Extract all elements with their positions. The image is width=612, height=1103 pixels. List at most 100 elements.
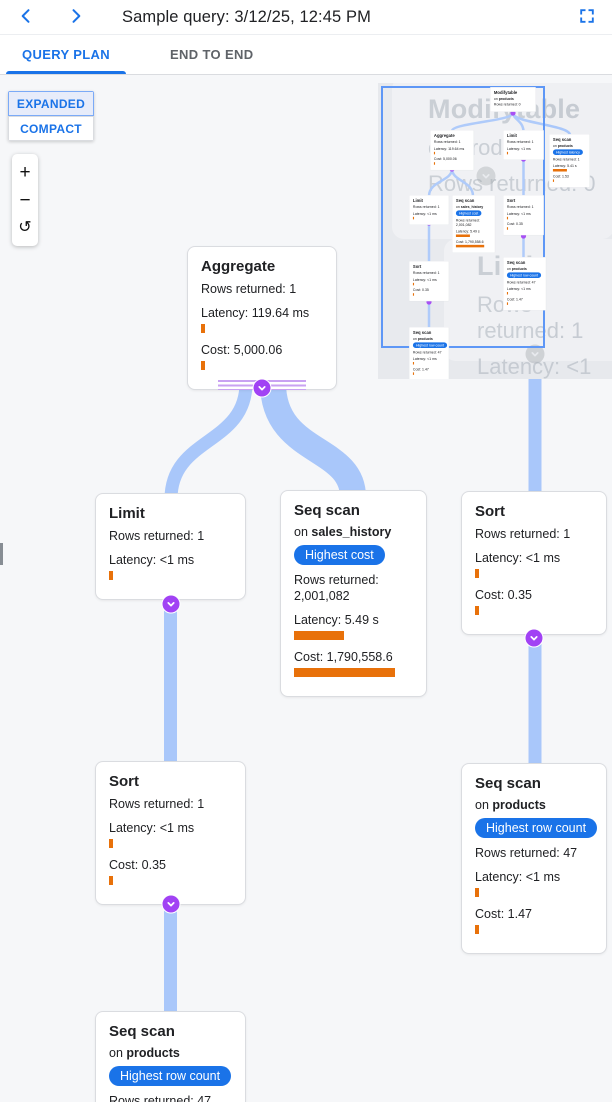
plan-node-card[interactable]: Sort Rows returned: 1 Latency: <1 ms Cos… [461,491,607,635]
mini-limit-a-node[interactable]: Limit Rows returned: 1 Latency: <1 ms [503,130,612,237]
node-title: Limit [506,133,517,139]
tab-bar: QUERY PLAN END TO END [0,35,612,75]
node-title: Seq scan [109,1023,175,1040]
collapse-node-button[interactable] [161,594,180,614]
plan-node-card[interactable]: Sort Rows returned: 1 Latency: <1 ms Cos… [409,261,449,302]
latency-bar [109,839,113,848]
panel-resize-handle[interactable] [0,543,3,565]
plan-edge-aggregate-to-seqscan-sales-history [260,382,366,499]
mini-aggregate-node[interactable]: Aggregate Rows returned: 1 Latency: 119.… [430,130,587,274]
node-title: Limit [109,505,145,522]
node-latency: Latency: <1 ms [412,211,437,216]
node-table: on products [109,1046,180,1060]
node-title: Sort [506,198,516,204]
fullscreen-icon [578,7,596,28]
latency-bar [475,569,479,578]
plan-node-card[interactable]: Sort Rows returned: 1 Latency: <1 ms Cos… [503,195,544,236]
plan-node-card[interactable]: Limit Rows returned: 1 Latency: <1 ms [95,493,246,600]
node-latency: Latency: <1 ms [109,553,195,567]
latency-bar [294,631,344,640]
fullscreen-button[interactable] [576,6,598,28]
mini-seqscan-products-a-node[interactable]: Seq scan on products Highest row count R… [503,257,612,379]
plan-node-card[interactable]: Seq scan on products Highest row count R… [461,763,607,954]
node-rows-returned: Rows returned: 47 [109,1094,212,1102]
expanded-button[interactable]: EXPANDED [8,91,94,116]
node-cost: Cost: 1.47 [475,907,532,921]
node-rows-returned: Rows returned: 1 [433,140,461,144]
node-rows-returned: Rows returned: 47 [475,846,578,860]
node-badge: Highest latency [552,149,584,155]
plan-node-card[interactable]: Seq scan on sales_history Highest cost R… [452,195,495,253]
node-latency: Latency: <1 ms [412,277,437,282]
sort-left-node[interactable]: Sort Rows returned: 1 Latency: <1 ms Cos… [95,761,246,905]
plan-node-card[interactable]: Seq scan on products Highest row count R… [95,1011,246,1102]
plan-node-card[interactable]: Aggregate Rows returned: 1 Latency: 119.… [187,246,337,390]
compact-button[interactable]: COMPACT [8,116,94,141]
cost-bar [475,925,479,934]
plan-node-card[interactable]: Limit Rows returned: 1 Latency: <1 ms [409,195,449,225]
plan-node-card[interactable]: Seq scan on products Highest row count R… [503,257,546,311]
node-latency: Latency: 119.64 ms [433,146,465,151]
cost-bar [475,606,479,615]
node-latency: Latency: <1 ms [506,286,531,291]
minimap[interactable]: Modifytable on products Rows returned: 0… [378,83,612,379]
minimap-edge [450,168,475,197]
mini-seqscan-products-b-node[interactable]: Seq scan on products Highest row count R… [409,327,552,379]
cost-bar [506,302,509,305]
mini-limit-b-node[interactable]: Limit Rows returned: 1 Latency: <1 ms [409,195,552,302]
sort-right-node[interactable]: Sort Rows returned: 1 Latency: <1 ms Cos… [461,491,607,635]
cost-bar [412,372,415,375]
seqscan-products-bottom-node[interactable]: Seq scan on products Highest row count R… [95,1011,246,1102]
plan-node-card[interactable]: Sort Rows returned: 1 Latency: <1 ms Cos… [95,761,246,905]
latency-bar [201,324,205,333]
latency-bar [552,169,567,172]
minimap-edge [450,111,515,133]
limit-left-node[interactable]: Limit Rows returned: 1 Latency: <1 ms [95,493,246,600]
node-table: on products [475,798,546,812]
node-title: Sort [475,503,505,520]
seqscan-products-right-node[interactable]: Seq scan on products Highest row count R… [461,763,607,954]
zoom-out-button[interactable]: − [12,186,38,214]
node-rows-returned: Rows returned: 0 [493,102,521,107]
chevron-left-icon [16,6,36,29]
node-cost: Cost: 5,000.06 [201,343,283,357]
node-title: Sort [109,773,139,790]
plan-node-card[interactable]: Limit Rows returned: 1 Latency: <1 ms [503,130,544,160]
node-table: on products [552,143,573,148]
cost-bar [455,244,485,248]
previous-query-button[interactable] [14,5,38,29]
node-title: Aggregate [201,258,276,275]
collapse-node-button[interactable] [524,628,544,648]
latency-bar [506,216,509,220]
node-rows-returned: Rows returned: 1 [552,157,580,162]
zoom-in-button[interactable]: + [12,158,38,186]
mini-sort-a-node[interactable]: Sort Rows returned: 1 Latency: <1 ms Cos… [503,195,612,339]
mini-seqscan-sales-node[interactable]: Seq scan on sales_history Highest cost R… [452,195,606,379]
node-table: on sales_history [294,525,392,539]
reset-view-button[interactable]: ↺ [12,214,38,242]
collapse-node-button[interactable] [161,894,180,914]
node-title: Aggregate [433,133,455,139]
node-table: on products [506,266,527,271]
plan-node-card[interactable]: Seq scan on sales_history Highest cost R… [280,490,427,697]
node-cost: Cost: 1.47 [412,367,429,372]
node-badge: Highest row count [475,818,598,838]
plan-edges [164,378,542,1017]
node-title: Seq scan [475,775,541,792]
aggregate-node[interactable]: Aggregate Rows returned: 1 Latency: 119.… [187,246,337,390]
plan-node-card[interactable]: Seq scan on products Highest latency Row… [549,134,590,188]
mini-modifytable-node[interactable]: Modifytable on products Rows returned: 0 [490,87,612,176]
plan-node-card[interactable]: Modifytable on products Rows returned: 0 [490,87,536,112]
tab-end-to-end[interactable]: END TO END [170,47,254,62]
seqscan-sales-history-node[interactable]: Seq scan on sales_history Highest cost R… [280,490,427,697]
tab-query-plan[interactable]: QUERY PLAN [6,35,127,74]
mini-seqscan-latency-node[interactable]: Seq scan on products Highest latency Row… [549,134,612,325]
zoom-controls: + − ↺ [12,154,38,246]
collapse-node-button[interactable] [252,378,272,398]
mini-sort-b-node[interactable]: Sort Rows returned: 1 Latency: <1 ms Cos… [409,261,552,379]
next-query-button[interactable] [64,5,88,29]
cost-bar [201,361,205,370]
query-plan-canvas[interactable]: Aggregate Rows returned: 1 Latency: 119.… [0,75,612,1102]
plan-node-card[interactable]: Aggregate Rows returned: 1 Latency: 119.… [430,130,474,171]
plan-node-card[interactable]: Seq scan on products Highest row count R… [409,327,449,379]
